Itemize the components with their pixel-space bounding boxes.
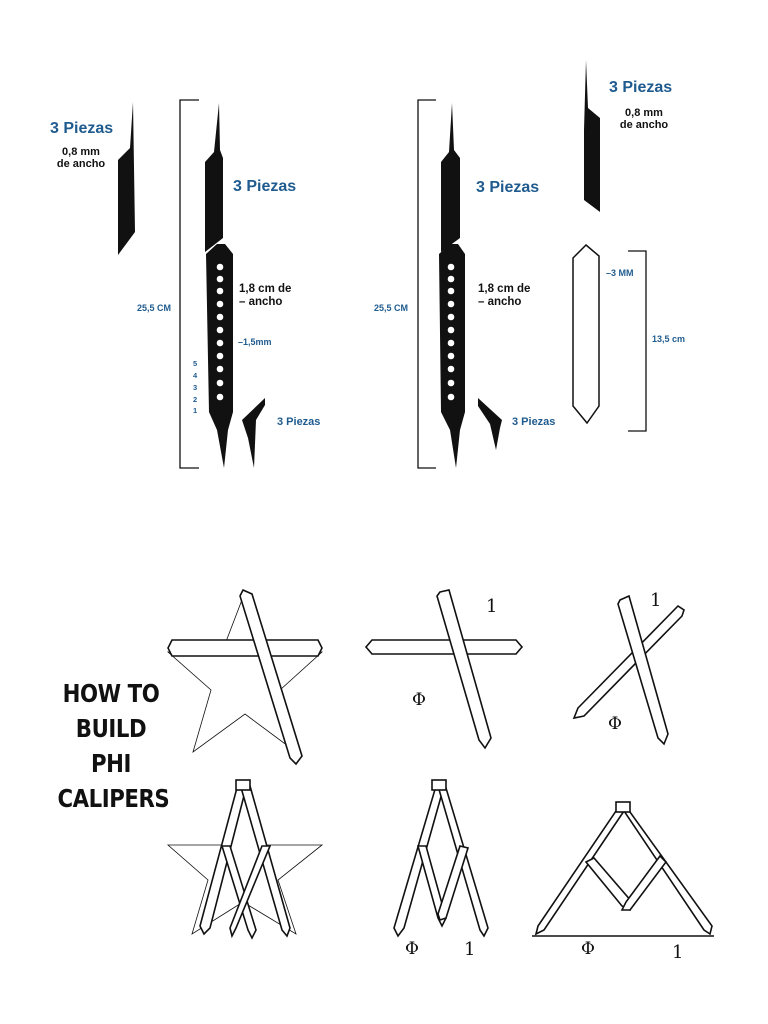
hole-row-left bbox=[216, 263, 224, 401]
step5-caliper bbox=[393, 779, 489, 938]
total-length-left: 25,5 CM bbox=[137, 303, 172, 313]
step5-phi-symbol: Φ bbox=[405, 939, 419, 959]
step6-one-symbol: 1 bbox=[672, 942, 684, 963]
flat-bar-right bbox=[572, 243, 600, 425]
main-piece-count-left: 3 Piezas bbox=[233, 178, 297, 195]
step2-phi-symbol: Φ bbox=[412, 690, 426, 710]
hole-number-5: 5 bbox=[193, 359, 198, 368]
title-line-1: HOW TO bbox=[62, 679, 160, 708]
length-bracket-right bbox=[417, 99, 436, 469]
hole-size-label: –1,5mm bbox=[238, 337, 272, 347]
hole-number-1: 1 bbox=[193, 406, 198, 415]
bar-length-label: 13,5 cm bbox=[652, 334, 686, 344]
main-blade-upper-left bbox=[205, 103, 223, 252]
bar-width-label: –3 MM bbox=[606, 268, 634, 278]
hole-number-2: 2 bbox=[193, 395, 198, 404]
hook-count-right: 3 Piezas bbox=[512, 416, 556, 428]
main-piece-count-right: 3 Piezas bbox=[476, 179, 540, 196]
step4-star-caliper bbox=[166, 779, 324, 940]
title-line-4: CALIPERS bbox=[57, 784, 170, 813]
width-label-left: 1,8 cm de – ancho bbox=[239, 283, 292, 308]
step3-phi-symbol: Φ bbox=[608, 714, 622, 734]
bar-length-bracket bbox=[628, 250, 647, 432]
small-blade-right bbox=[584, 60, 600, 212]
step3-angled-sticks bbox=[572, 594, 685, 746]
hook-piece-right bbox=[478, 398, 502, 450]
step2-crossed-sticks bbox=[364, 589, 524, 750]
hook-piece-left bbox=[242, 398, 265, 468]
small-blade-width-left: 0,8 mm de ancho bbox=[56, 146, 106, 170]
step5-one-symbol: 1 bbox=[464, 939, 476, 960]
title-line-3: PHI bbox=[90, 749, 132, 778]
total-length-right: 25,5 CM bbox=[374, 303, 409, 313]
small-blade-width-right: 0,8 mm de ancho bbox=[619, 107, 669, 131]
small-blade-left bbox=[118, 102, 135, 255]
hook-count-left: 3 Piezas bbox=[277, 416, 321, 428]
small-blade-count-left: 3 Piezas bbox=[50, 120, 114, 137]
width-label-right: 1,8 cm de – ancho bbox=[478, 283, 531, 308]
step6-open-caliper bbox=[532, 801, 714, 937]
hole-number-4: 4 bbox=[193, 371, 198, 380]
main-blade-upper-right bbox=[441, 103, 460, 252]
step2-one-symbol: 1 bbox=[486, 596, 498, 617]
length-bracket-left bbox=[179, 99, 199, 469]
step6-phi-symbol: Φ bbox=[581, 939, 595, 959]
step3-one-symbol: 1 bbox=[650, 590, 662, 611]
small-blade-count-right: 3 Piezas bbox=[609, 79, 673, 96]
title-line-2: BUILD bbox=[75, 714, 147, 743]
step1-star-crossed-sticks bbox=[166, 588, 324, 766]
how-to-title: HOW TO BUILD PHI CALIPERS bbox=[48, 676, 174, 816]
hole-row-right bbox=[447, 263, 455, 401]
hole-number-3: 3 bbox=[193, 383, 198, 392]
